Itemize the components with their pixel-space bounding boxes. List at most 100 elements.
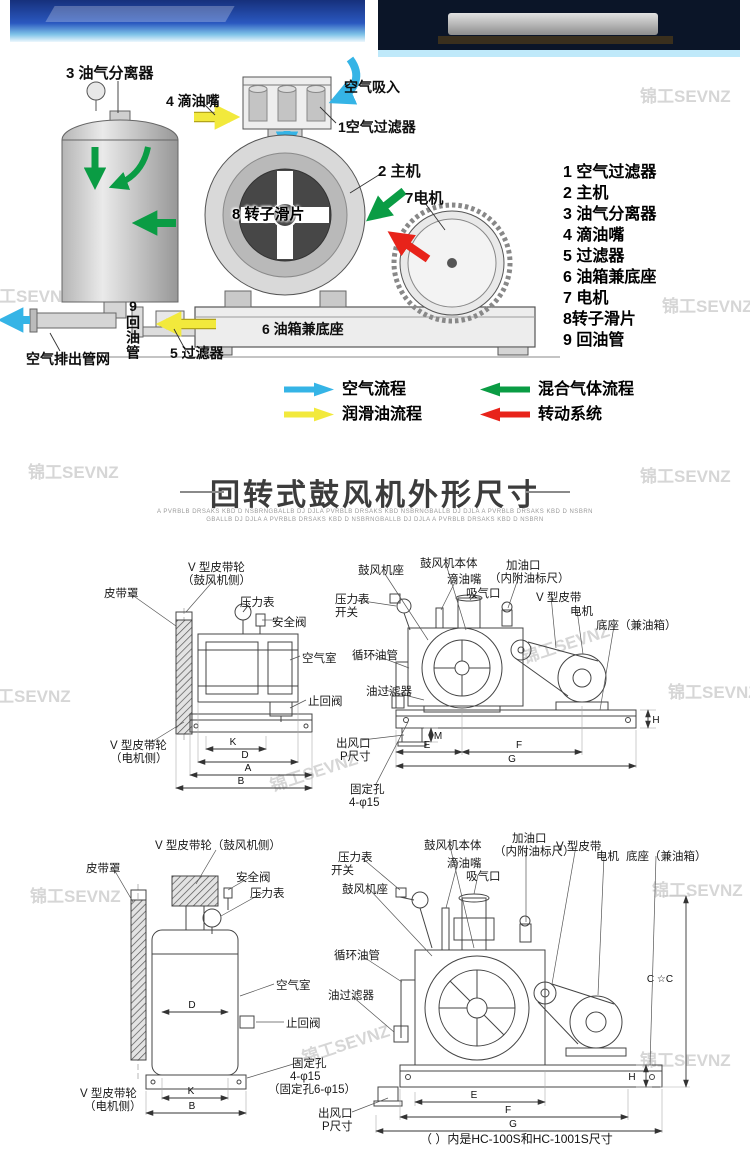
d1-label-safety-valve: 安全阀	[272, 617, 307, 629]
legend-item: 2 主机	[563, 185, 609, 202]
drawing2-leader-lines	[111, 845, 657, 1113]
mixed-gas-arrow	[366, 187, 407, 222]
d2-label-outlet2: P尺寸	[322, 1121, 353, 1133]
drawing1-leader-lines	[127, 563, 615, 787]
discharge-piping	[0, 301, 216, 338]
drawing2-side-view	[130, 875, 255, 1090]
d2-label-safety-valve: 安全阀	[236, 872, 271, 884]
label-oil-return-pipe: 9回油管	[125, 298, 141, 360]
d1-label-v-belt: V 型皮带	[536, 592, 582, 604]
dim-letter-F: F	[505, 1105, 511, 1116]
gauge-icon	[86, 81, 106, 101]
d2-label-gauge-switch2: 开关	[331, 865, 354, 877]
label-oil-tank-base: 6 油箱兼底座	[262, 321, 344, 337]
dim-letter-E: E	[471, 1090, 478, 1101]
drawing2-extension-lines	[145, 895, 690, 1133]
dim-letter-G: G	[508, 754, 516, 765]
product-banner-image	[10, 0, 365, 42]
d2-label-air-chamber: 空气室	[276, 980, 311, 992]
air-filter-box	[242, 56, 361, 154]
rotation-arrow	[387, 231, 431, 263]
blower-photo-body	[448, 13, 658, 35]
label-oil-gas-separator: 3 油气分离器	[66, 65, 154, 82]
label-mixed-gas-flow: 混合气体流程	[538, 381, 635, 398]
legend-item: 5 过滤器	[563, 248, 625, 265]
label-air-intake: 空气吸入	[344, 79, 400, 95]
label-rotation-system: 转动系统	[538, 406, 603, 423]
watermark: 锦工SEVNZ	[0, 687, 71, 706]
d1-label-oil-filler2: （内附油标尺）	[489, 573, 570, 585]
watermark: 锦工SEVNZ	[28, 463, 119, 482]
dim-letter-M: M	[434, 731, 442, 742]
d2-label-oil-filler2: （内附油标尺）	[494, 846, 575, 858]
d2-label-outlet: 出风口	[318, 1108, 353, 1120]
d2-label-pressure-gauge: 压力表	[250, 888, 285, 900]
legend-item: 3 油气分离器	[563, 206, 657, 223]
watermark: 锦工SEVNZ	[640, 87, 731, 106]
d1-label-oil-filler: 加油口	[506, 560, 541, 572]
dimension-drawing-2: D K B E F G H C ☆C	[111, 845, 690, 1134]
drawing1-front-view	[389, 593, 637, 747]
watermark: 锦工SEVNZ	[0, 287, 73, 306]
photo-bottom-strip	[378, 50, 740, 57]
d2-label-base-oil-tank: 底座（兼油箱）	[626, 851, 707, 863]
dim-letter-B: B	[189, 1101, 196, 1112]
fineprint-line2: GBALLB DJ DJLA A PVRBLB DRSAKS KBD D NSB…	[206, 517, 544, 523]
label-filter: 5 过滤器	[170, 345, 224, 361]
dim-letter-G: G	[509, 1119, 517, 1130]
d2-label-oil-filler: 加油口	[512, 833, 547, 845]
leader-lines	[49, 81, 446, 352]
dim-letter-A: A	[245, 763, 252, 774]
d1-label-gauge-switch: 压力表	[335, 594, 370, 606]
watermark: 锦工SEVNZ	[668, 683, 750, 702]
dim-letter-F: F	[516, 740, 522, 751]
d2-label-v-belt: V 型皮带	[556, 841, 602, 853]
rotation-arrow-icon	[480, 407, 530, 422]
d2-label-blower-mount: 鼓风机座	[342, 884, 388, 896]
dim-letter-D: D	[241, 750, 248, 761]
dim-letter-H: H	[652, 715, 659, 726]
d1-label-pulley-blower-side: V 型皮带轮	[188, 562, 245, 574]
drawing2-dimension-lines	[145, 895, 689, 1134]
d1-label-motor: 电机	[570, 606, 593, 618]
section-title: 回转式鼓风机外形尺寸	[210, 479, 540, 512]
d2-label-motor: 电机	[596, 851, 619, 863]
legend-item: 6 油箱兼底座	[563, 269, 657, 286]
title-line-right	[526, 491, 570, 493]
d2-label-belt-cover: 皮带罩	[86, 863, 121, 875]
label-rotor-vane: 8 转子滑片	[232, 206, 305, 223]
d1-label-suction-port: 吸气口	[466, 588, 501, 600]
label-main-unit: 2 主机	[378, 163, 421, 180]
d2-label-pulley-motor-side: V 型皮带轮	[80, 1088, 137, 1100]
dim-letter-B: B	[238, 776, 245, 787]
legend-item: 7 电机	[563, 290, 609, 307]
d2-label-pulley-motor-side2: （电机侧）	[84, 1101, 142, 1113]
d1-label-pressure-gauge: 压力表	[240, 597, 275, 609]
legend-item: 9 回油管	[563, 332, 625, 349]
dimension-drawing-1: K D A B E F G H M	[127, 563, 660, 791]
d2-label-fixing-hole3: （固定孔6-φ15）	[268, 1084, 356, 1096]
label-motor: 7电机	[405, 190, 444, 207]
d2-label-suction-port: 吸气口	[466, 871, 501, 883]
drawing1-dimension-lines	[175, 709, 651, 791]
d2-size-note: （ ）内是HC-100S和HC-1001S尺寸	[420, 1132, 613, 1146]
d1-label-belt-cover: 皮带罩	[104, 588, 139, 600]
d1-label-base-oil-tank: 底座（兼油箱）	[596, 620, 677, 632]
dim-letter-K: K	[188, 1086, 195, 1097]
legend-item: 1 空气过滤器	[563, 164, 657, 181]
label-oil-dripper: 4 滴油嘴	[166, 93, 220, 109]
d2-label-fixing-hole: 固定孔	[292, 1058, 327, 1070]
legend-item: 4 滴油嘴	[563, 227, 625, 244]
product-photo-image	[378, 0, 740, 57]
d1-label-blower-body: 鼓风机本体	[420, 558, 478, 570]
blower-photo-pallet	[438, 36, 673, 44]
d1-label-pulley-motor-side: V 型皮带轮	[110, 740, 167, 752]
banner-highlight	[45, 6, 235, 22]
d1-label-circulating-pipe: 循环油管	[352, 650, 398, 662]
dim-letter-E: E	[424, 740, 431, 751]
d2-label-gauge-switch: 压力表	[338, 852, 373, 864]
dim-letter-K: K	[230, 737, 237, 748]
legend-item: 8转子滑片	[563, 311, 636, 328]
drawing1-side-view	[175, 603, 313, 742]
